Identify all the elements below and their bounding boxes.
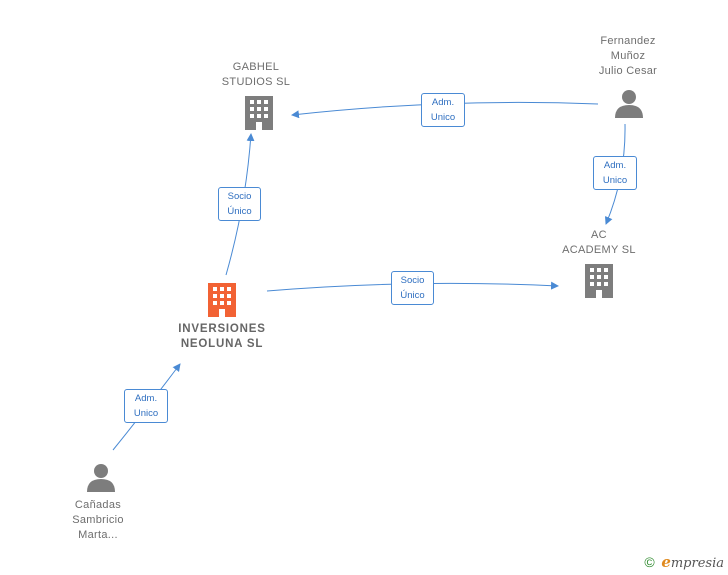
building-icon-main[interactable]	[208, 283, 236, 317]
building-icon[interactable]	[245, 96, 273, 130]
footer-branding: © empresia	[644, 553, 724, 571]
node-label-canadas[interactable]: Cañadas Sambricio Marta...	[72, 499, 124, 541]
person-icon[interactable]	[87, 464, 115, 492]
edge-label-inversiones-gabhel: Socio Único	[218, 187, 261, 221]
edge-label-canadas-inversiones: Adm. Unico	[124, 389, 168, 423]
copyright-icon: ©	[644, 554, 655, 570]
empresia-logo[interactable]: empresia	[661, 553, 724, 571]
edge-label-inversiones-ac: Socio Único	[391, 271, 434, 305]
node-label-inversiones[interactable]: INVERSIONES NEOLUNA SL	[178, 323, 266, 350]
edge-label-fernandez-ac: Adm. Unico	[593, 156, 637, 190]
building-icon[interactable]	[585, 264, 613, 298]
node-label-gabhel[interactable]: GABHEL STUDIOS SL	[221, 61, 291, 88]
edge-label-fernandez-gabhel: Adm. Unico	[421, 93, 465, 127]
person-icon[interactable]	[615, 90, 643, 118]
node-label-ac-academy[interactable]: AC ACADEMY SL	[562, 229, 636, 256]
node-label-fernandez[interactable]: Fernandez Muñoz Julio Cesar	[598, 35, 658, 77]
